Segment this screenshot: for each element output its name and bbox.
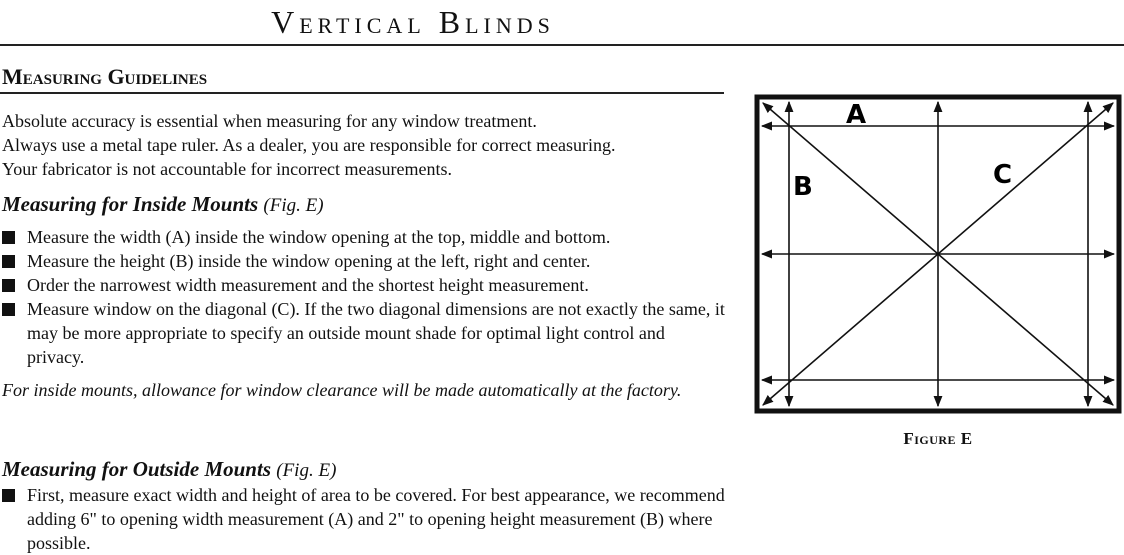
inside-mounts-figure-ref: (Fig. E) xyxy=(263,195,324,216)
list-item-text: Order the narrowest width measurement an… xyxy=(27,275,589,295)
list-item: Measure the width (A) inside the window … xyxy=(2,225,726,249)
list-item: Order the narrowest width measurement an… xyxy=(2,273,726,297)
square-bullet-icon xyxy=(2,279,15,292)
inside-mounts-list: Measure the width (A) inside the window … xyxy=(2,225,726,369)
inside-mounts-title: Measuring for Inside Mounts xyxy=(2,192,259,216)
outside-mounts-title: Measuring for Outside Mounts xyxy=(2,457,271,481)
diagonal-arrow-2 xyxy=(762,102,1114,406)
outside-mounts-heading: Measuring for Outside Mounts (Fig. E) xyxy=(2,456,336,484)
list-item-text: Measure the width (A) inside the window … xyxy=(27,227,611,247)
outside-mounts-list: First, measure exact width and height of… xyxy=(2,483,726,555)
list-item: Measure the height (B) inside the window… xyxy=(2,249,726,273)
square-bullet-icon xyxy=(2,489,15,502)
list-item-text: Measure window on the diagonal (C). If t… xyxy=(27,299,725,367)
page-title: Vertical Blinds xyxy=(271,4,555,40)
square-bullet-icon xyxy=(2,303,15,316)
list-item: Measure window on the diagonal (C). If t… xyxy=(2,297,726,369)
section-divider xyxy=(0,92,724,94)
inside-mounts-note: For inside mounts, allowance for window … xyxy=(2,380,682,400)
intro-paragraph: Absolute accuracy is essential when meas… xyxy=(2,109,724,181)
label-b: B xyxy=(793,172,813,202)
list-item-text: Measure the height (B) inside the window… xyxy=(27,251,591,271)
section-heading: Measuring Guidelines xyxy=(2,64,208,89)
inside-mounts-heading: Measuring for Inside Mounts (Fig. E) xyxy=(2,191,324,219)
square-bullet-icon xyxy=(2,231,15,244)
label-c: C xyxy=(993,160,1012,190)
label-a: A xyxy=(846,100,866,130)
list-item: First, measure exact width and height of… xyxy=(2,483,726,555)
square-bullet-icon xyxy=(2,255,15,268)
intro-line: Always use a metal tape ruler. As a deal… xyxy=(2,135,616,155)
window-measurement-diagram: A B C xyxy=(754,94,1122,414)
window-frame xyxy=(754,94,1122,414)
intro-line: Absolute accuracy is essential when meas… xyxy=(2,111,537,131)
list-item-text: First, measure exact width and height of… xyxy=(27,485,725,553)
title-divider xyxy=(0,44,1124,46)
outside-mounts-figure-ref: (Fig. E) xyxy=(276,460,337,481)
figure-caption: Figure E xyxy=(903,429,973,448)
intro-line: Your fabricator is not accountable for i… xyxy=(2,159,453,179)
